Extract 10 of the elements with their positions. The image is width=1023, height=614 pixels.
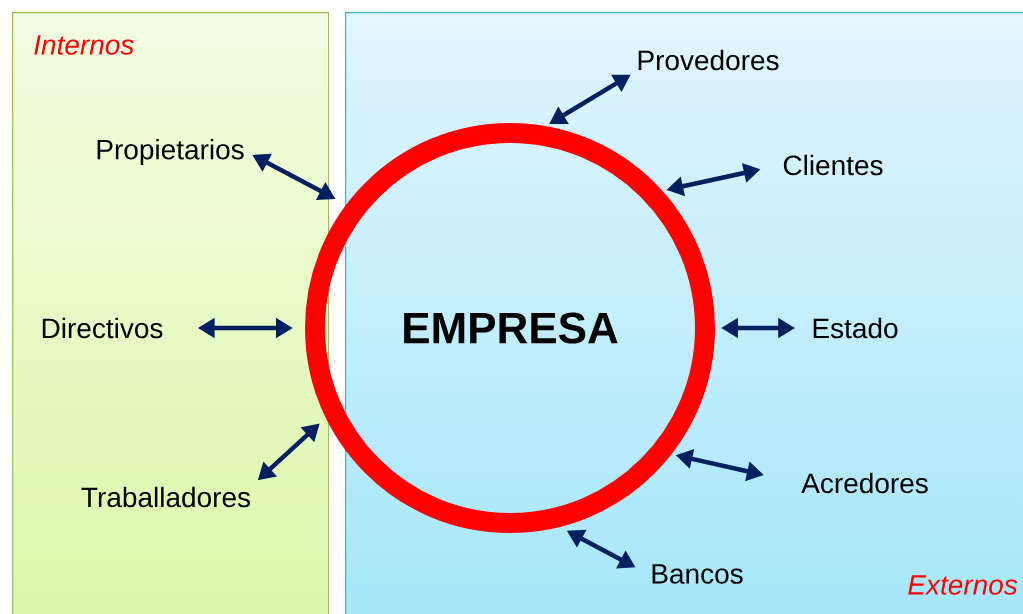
stakeholder-label: Estado (813, 317, 898, 339)
stakeholder-label: Directivos (42, 317, 163, 339)
stakeholder-label: Traballadores (81, 486, 251, 508)
panel-heading: Internos (34, 35, 134, 55)
stakeholder-label: Acredores (801, 472, 928, 494)
stakeholder-label: Provedores (638, 49, 779, 71)
stakeholder-label: Propietarios (97, 138, 244, 166)
stakeholder-label: Bancos (652, 564, 743, 584)
panel-heading: Externos (908, 575, 1018, 595)
stakeholder-label: Clientes (783, 154, 883, 176)
